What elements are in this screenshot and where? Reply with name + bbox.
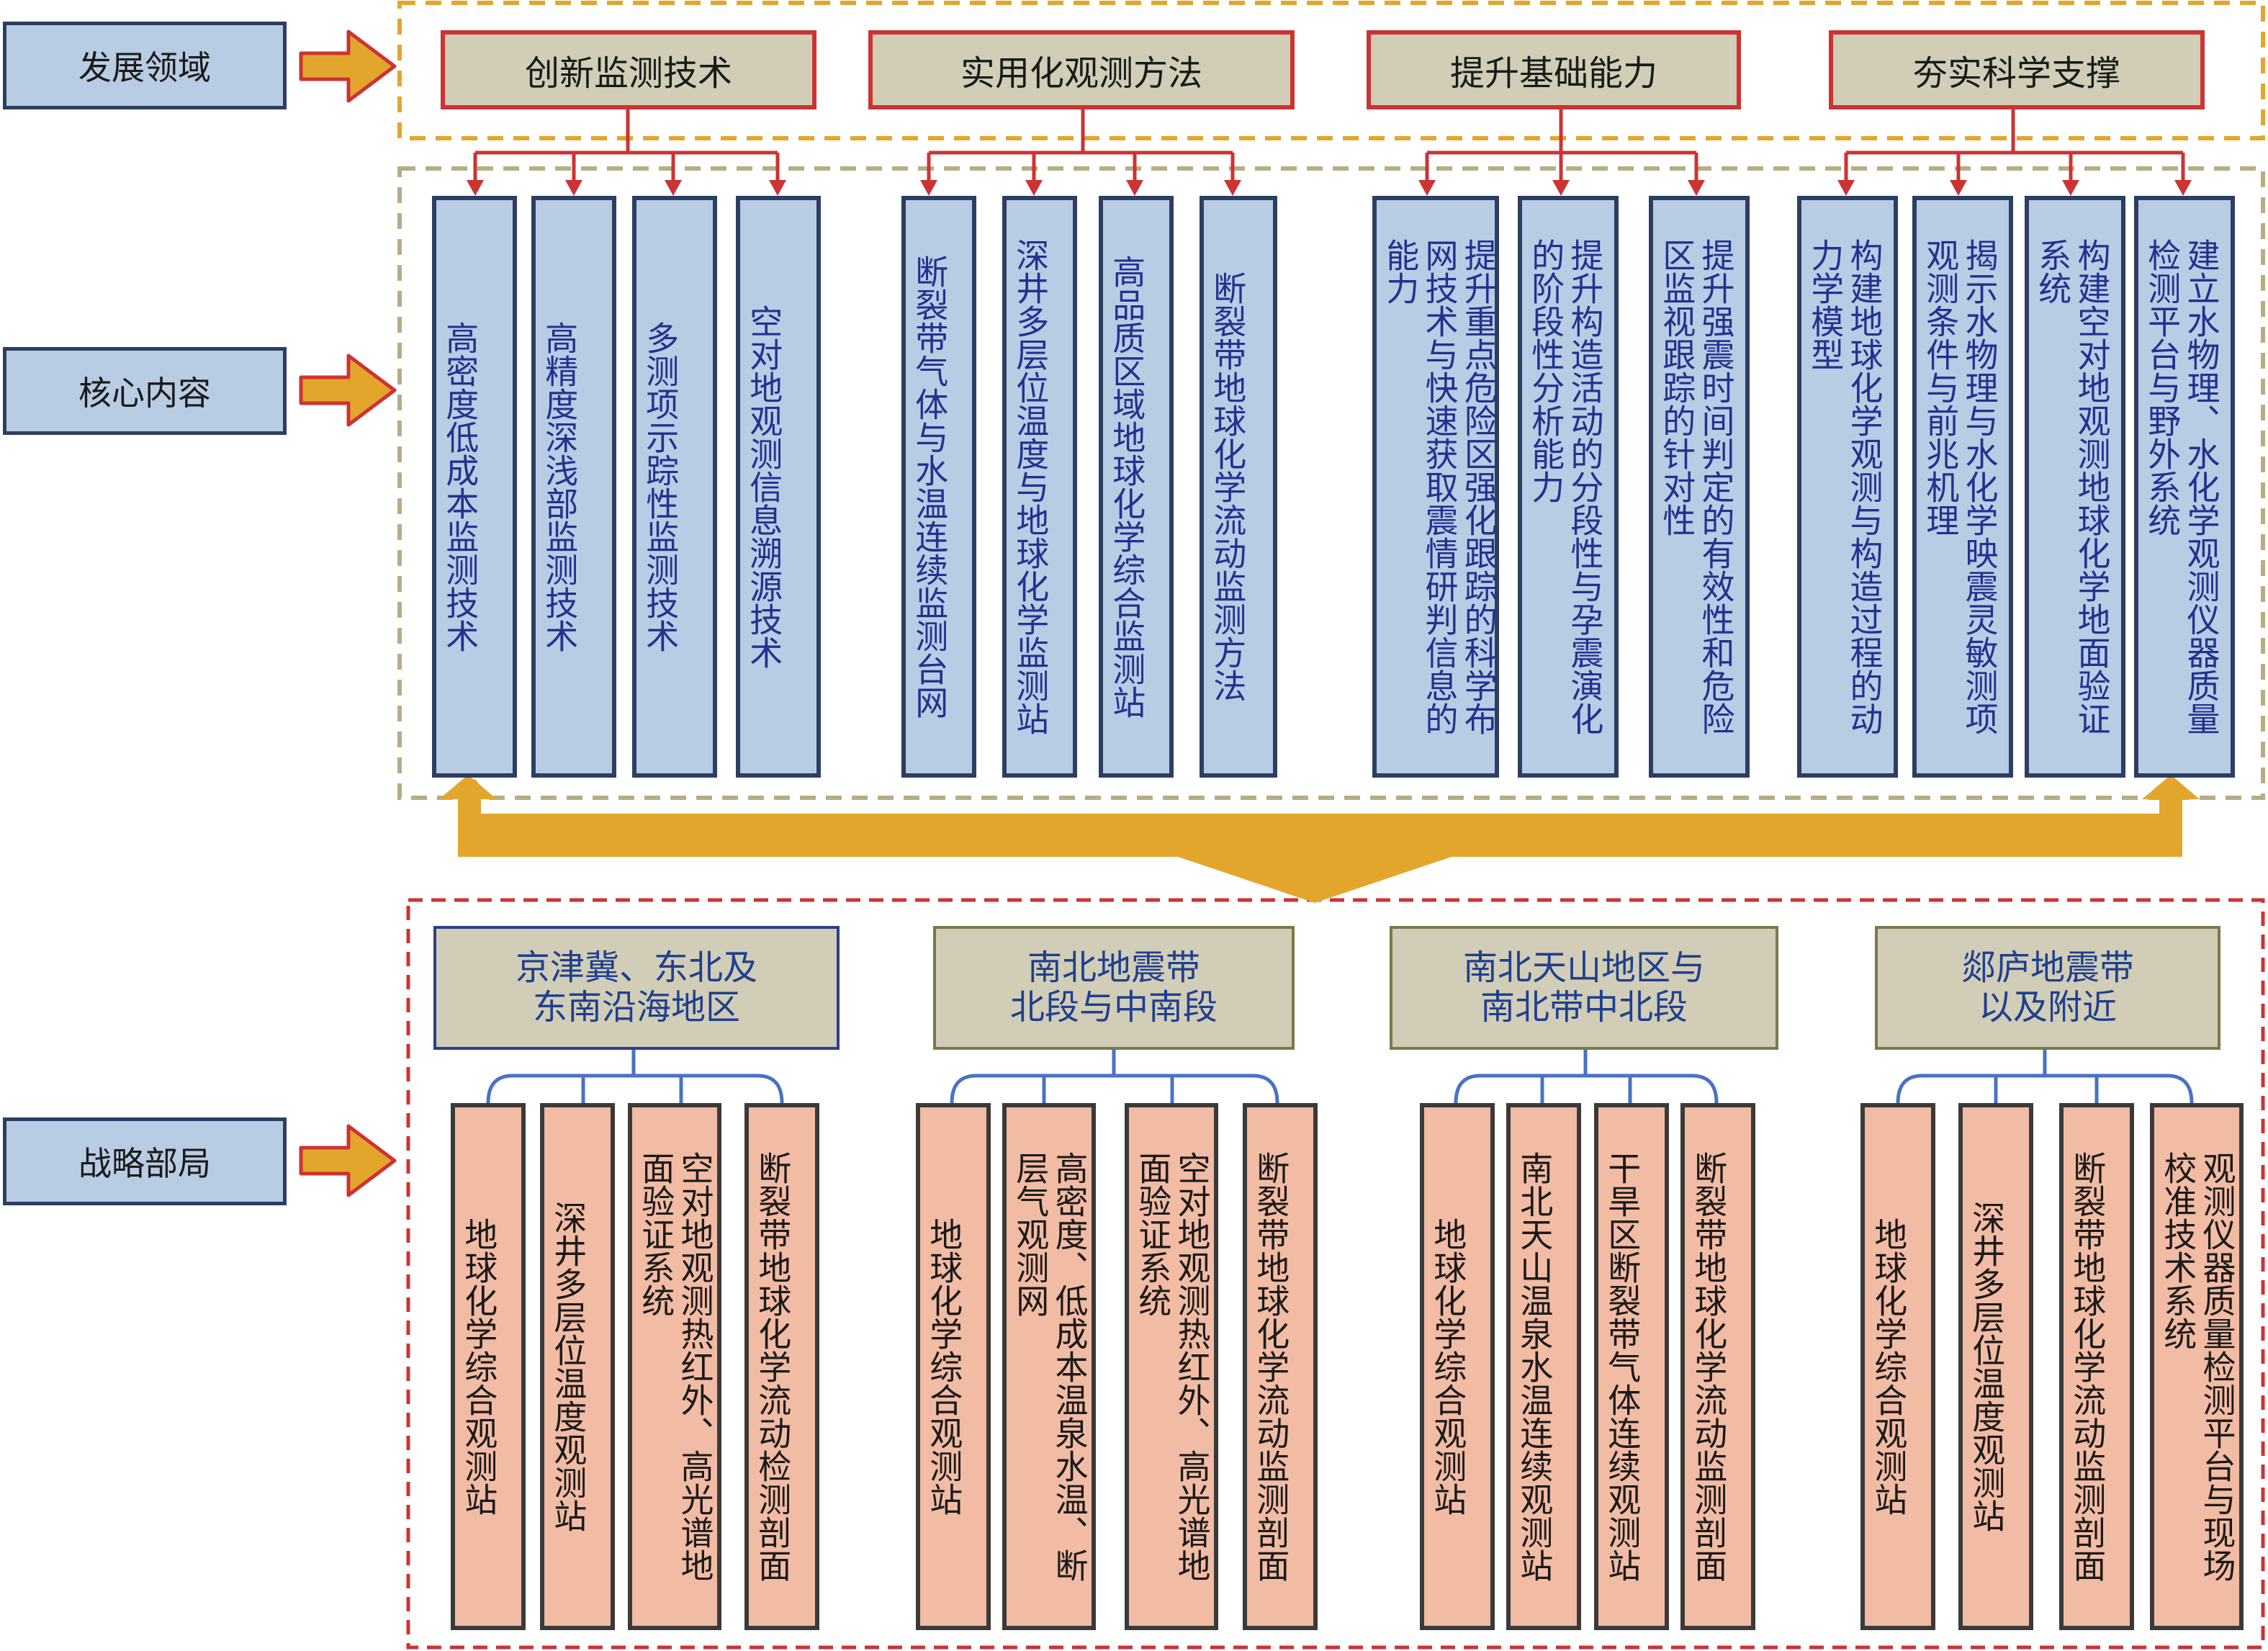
deploy-item: 地球化学综合观测站: [451, 1103, 526, 1630]
core-item: 高密度低成本监测技术: [432, 196, 517, 778]
region-tanlu: 郯庐地震带 以及附近: [1875, 926, 2220, 1050]
core-item: 系统 构建空对地观测地球化学地面验证: [2025, 196, 2125, 778]
core-item: 高精度深浅部监测技术: [531, 196, 616, 778]
core-item: 高品质区域地球化学综合监测站: [1099, 196, 1174, 778]
core-outline: [397, 166, 2265, 800]
core-item: 观测条件与前兆机理 揭示水物理与水化学映震灵敏测项: [1912, 196, 2013, 778]
deploy-item: 深井多层位温度观测站: [1958, 1103, 2033, 1630]
deploy-item: 断裂带地球化学流动监测剖面: [1680, 1103, 1755, 1630]
core-item: 力学模型 构建地球化学观测与构造过程的动: [1797, 196, 1898, 778]
region-north-south-belt: 南北地震带 北段与中南段: [933, 926, 1295, 1050]
deploy-item: 地球化学综合观测站: [1860, 1103, 1935, 1630]
label-strategy: 战略部局: [3, 1117, 287, 1205]
development-outline: [397, 1, 2265, 140]
core-item: 区监视跟踪的针对性 提升强震时间判定的有效性和危险: [1649, 196, 1750, 778]
domain-practical-methods: 实用化观测方法: [868, 30, 1295, 109]
deploy-item: 断裂带地球化学流动监测剖面: [2059, 1103, 2134, 1630]
flow-arrow: [439, 775, 2200, 903]
deploy-item: 地球化学综合观测站: [1420, 1103, 1495, 1630]
deploy-item: 断裂带地球化学流动检测剖面: [744, 1103, 819, 1630]
strategy-outline: [406, 898, 2265, 1650]
deploy-item: 层气观测网 高密度、低成本温泉水温、断: [1002, 1103, 1096, 1630]
arrow-development: [299, 30, 397, 103]
arrow-strategy: [299, 1124, 397, 1197]
deploy-item: 断裂带地球化学流动监测剖面: [1243, 1103, 1318, 1630]
deploy-item: 南北天山温泉水温连续观测站: [1506, 1103, 1581, 1630]
domain-innovative-monitoring: 创新监测技术: [441, 30, 816, 109]
core-item: 能力 网技术与快速获取震情研判信息的 提升重点危险区强化跟踪的科学布: [1372, 196, 1499, 778]
region-tianshan: 南北天山地区与 南北带中北段: [1390, 926, 1778, 1050]
arrow-core: [299, 354, 397, 427]
deploy-item: 深井多层位温度观测站: [540, 1103, 615, 1630]
core-item: 断裂带气体与水温连续监测台网: [901, 196, 976, 778]
label-development: 发展领域: [3, 22, 287, 109]
deploy-item: 面验证系统 空对地观测热红外、高光谱地: [1125, 1103, 1218, 1630]
deploy-item: 校准技术系统 观测仪器质量检测平台与现场: [2150, 1103, 2244, 1630]
core-item: 检测平台与野外系统 建立水物理、水化学观测仪器质量: [2134, 196, 2235, 778]
domain-basic-capability: 提升基础能力: [1367, 30, 1741, 109]
core-item: 空对地观测信息溯源技术: [736, 196, 821, 778]
core-item: 断裂带地球化学流动监测方法: [1200, 196, 1277, 778]
core-item: 多测项示踪性监测技术: [632, 196, 717, 778]
deploy-item: 地球化学综合观测站: [916, 1103, 991, 1630]
deploy-item: 干旱区断裂带气体连续观测站: [1594, 1103, 1669, 1630]
region-jingjinji: 京津冀、东北及 东南沿海地区: [433, 926, 840, 1050]
core-item: 的阶段性分析能力 提升构造活动的分段性与孕震演化: [1518, 196, 1619, 778]
core-item: 深井多层位温度与地球化学监测站: [1002, 196, 1077, 778]
domain-scientific-support: 夯实科学支撑: [1829, 30, 2205, 109]
deploy-item: 面验证系统 空对地观测热红外、高光谱地: [628, 1103, 721, 1630]
label-core: 核心内容: [3, 347, 287, 435]
